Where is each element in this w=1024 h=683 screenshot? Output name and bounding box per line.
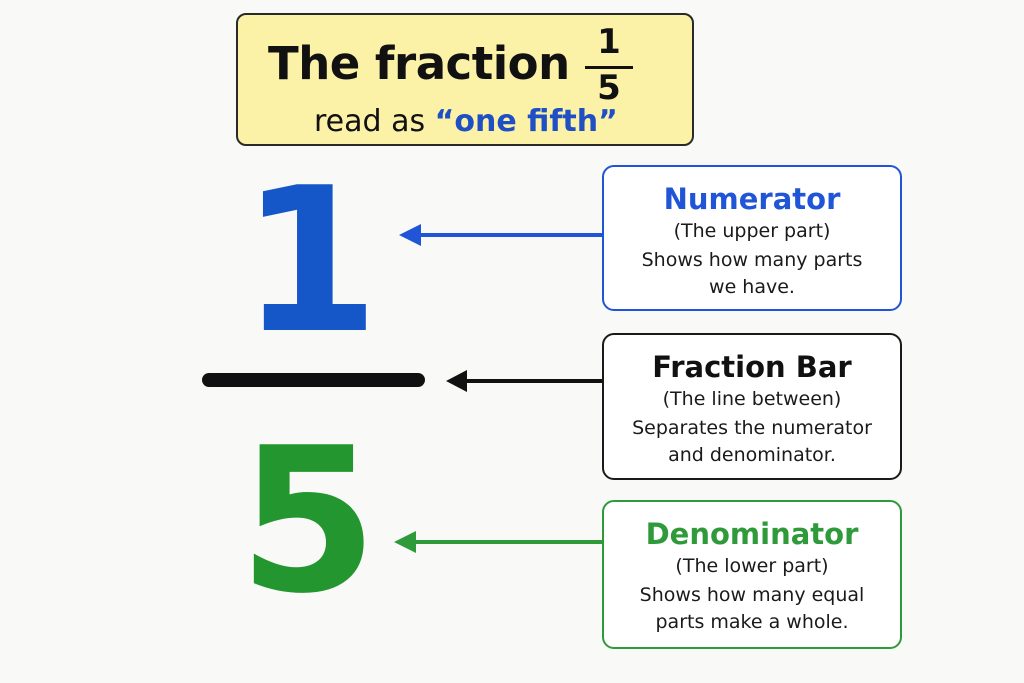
numerator-subtitle: (The upper part): [673, 220, 831, 242]
read-as-prefix: read as: [314, 104, 435, 139]
title-fraction-numerator: 1: [597, 22, 621, 62]
title-fraction: 1 5: [580, 21, 638, 107]
numerator-description: Shows how many parts we have.: [604, 247, 900, 301]
denominator-title: Denominator: [645, 517, 859, 551]
title-fraction-denominator: 5: [597, 68, 621, 108]
fraction-bar-description: Separates the numerator and denominator.: [604, 415, 900, 469]
numerator-arrow: [399, 224, 603, 246]
big-fraction-bar: [202, 373, 425, 387]
denominator-description: Shows how many equal parts make a whole.: [604, 582, 900, 636]
fraction-bar-title: Fraction Bar: [652, 350, 852, 384]
bar-arrow: [446, 370, 603, 392]
denominator-description-line2: parts make a whole.: [655, 611, 849, 633]
numerator-description-line1: Shows how many parts: [641, 249, 863, 271]
read-as-line: read as “one fifth”: [314, 107, 618, 137]
numerator-title: Numerator: [663, 182, 841, 216]
denominator-subtitle: (The lower part): [675, 555, 829, 577]
numerator-description-line2: we have.: [709, 276, 795, 298]
fraction-bar-description-line2: and denominator.: [668, 444, 836, 466]
big-numerator: 1: [240, 145, 380, 378]
numerator-callout: Numerator (The upper part) Shows how man…: [602, 165, 902, 311]
big-denominator: 5: [238, 405, 378, 638]
title-fraction-bar: [585, 66, 633, 69]
read-as-phrase: “one fifth”: [434, 104, 618, 139]
denominator-arrow: [394, 531, 603, 553]
fraction-bar-description-line1: Separates the numerator: [632, 417, 872, 439]
fraction-bar-subtitle: (The line between): [662, 388, 842, 410]
title-box: The fraction 1 5 read as “one fifth”: [236, 13, 694, 146]
fraction-bar-callout: Fraction Bar (The line between) Separate…: [602, 333, 902, 480]
denominator-callout: Denominator (The lower part) Shows how m…: [602, 500, 902, 649]
denominator-description-line1: Shows how many equal: [639, 584, 865, 606]
title-text: The fraction: [268, 37, 570, 90]
